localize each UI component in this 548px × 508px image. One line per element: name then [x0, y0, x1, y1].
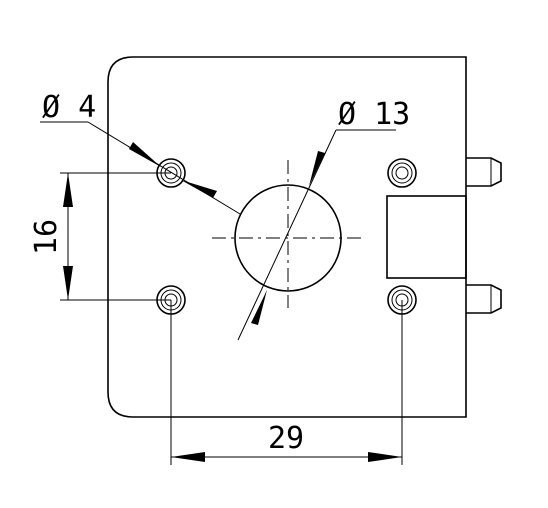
horizontal-spacing-label: 29	[268, 421, 304, 456]
connector-pin-upper	[466, 157, 502, 187]
mounting-hole-top-right	[387, 158, 417, 188]
vertical-dimension	[60, 172, 171, 301]
plate-outline	[107, 56, 467, 418]
hole-diameter-label: Ø 4	[42, 90, 96, 125]
connector-block	[386, 195, 467, 279]
hole-diameter-leader	[40, 121, 241, 215]
vertical-spacing-label: 16	[29, 219, 64, 255]
center-diameter-label: Ø 13	[338, 97, 410, 132]
connector-pin-lower	[466, 284, 502, 314]
center-diameter-leader	[237, 129, 396, 341]
horizontal-dimension	[170, 300, 403, 465]
